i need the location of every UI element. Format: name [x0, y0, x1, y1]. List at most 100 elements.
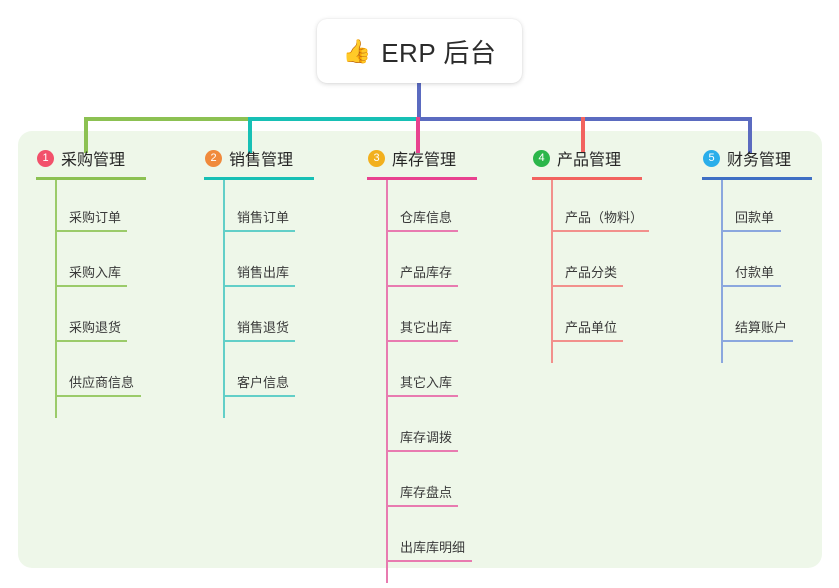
- leaf-item-underline: [386, 395, 458, 397]
- leaf-item-label: 产品库存: [400, 265, 453, 280]
- leaf-item[interactable]: 采购入库: [36, 235, 146, 290]
- leaf-item-label: 库存盘点: [400, 485, 453, 500]
- branch-column-sales: 2 销售管理销售订单销售出库销售退货客户信息: [204, 145, 314, 418]
- leaf-item[interactable]: 产品（物料）: [532, 180, 649, 235]
- branch-title: 销售管理: [229, 152, 294, 169]
- drop-purchase: [84, 117, 88, 153]
- drop-sales: [248, 117, 252, 153]
- leaf-item-label: 产品单位: [565, 320, 618, 335]
- branch-title: 采购管理: [61, 152, 126, 169]
- leaf-item-label: 采购订单: [69, 210, 122, 225]
- branch-header-purchase[interactable]: 1 采购管理: [36, 145, 146, 171]
- leaf-item[interactable]: 销售退货: [204, 290, 314, 345]
- branch-underline-purchase: [36, 177, 146, 180]
- leaf-item-label: 销售退货: [237, 320, 290, 335]
- drop-inventory: [416, 117, 420, 153]
- branch-items-finance: 回款单付款单结算账户: [702, 180, 812, 363]
- branch-underline-sales: [204, 177, 314, 180]
- leaf-item[interactable]: 仓库信息: [367, 180, 477, 235]
- leaf-item-underline: [386, 340, 458, 342]
- leaf-item-underline: [223, 340, 295, 342]
- leaf-item[interactable]: 采购退货: [36, 290, 146, 345]
- leaf-item[interactable]: 其它出库: [367, 290, 477, 345]
- leaf-item[interactable]: 采购订单: [36, 180, 146, 235]
- leaf-item[interactable]: 回款单: [702, 180, 812, 235]
- leaf-item-label: 仓库信息: [400, 210, 453, 225]
- leaf-item[interactable]: 其它入库: [367, 345, 477, 400]
- branch-number-badge: 1: [37, 149, 54, 167]
- leaf-item-underline: [55, 340, 127, 342]
- segment-green: [84, 117, 252, 121]
- leaf-item-underline: [223, 395, 295, 397]
- branch-column-inventory: 3 库存管理仓库信息产品库存其它出库其它入库库存调拨库存盘点出库库明细: [367, 145, 477, 583]
- leaf-item-underline: [386, 230, 458, 232]
- leaf-item-underline: [55, 230, 127, 232]
- leaf-item[interactable]: 产品分类: [532, 235, 642, 290]
- leaf-item-underline: [223, 285, 295, 287]
- segment-purple: [418, 117, 752, 121]
- root-node-title: ERP 后台: [381, 37, 497, 68]
- branch-column-product: 4 产品管理产品（物料）产品分类产品单位: [532, 145, 649, 363]
- branch-header-sales[interactable]: 2 销售管理: [204, 145, 314, 171]
- thumbs-up-icon: 👍: [342, 37, 372, 64]
- leaf-item[interactable]: 产品库存: [367, 235, 477, 290]
- leaf-item-underline: [223, 230, 295, 232]
- branch-number-badge: 4: [533, 149, 550, 167]
- branch-items-sales: 销售订单销售出库销售退货客户信息: [204, 180, 314, 418]
- leaf-item-label: 付款单: [735, 265, 775, 280]
- leaf-item-label: 销售出库: [237, 265, 290, 280]
- leaf-item-label: 库存调拨: [400, 430, 453, 445]
- leaf-item-underline: [386, 505, 458, 507]
- segment-teal: [250, 117, 420, 121]
- leaf-item-underline: [721, 285, 781, 287]
- branch-spine: [721, 180, 723, 363]
- leaf-item[interactable]: 销售订单: [204, 180, 314, 235]
- branch-spine: [551, 180, 553, 363]
- leaf-item[interactable]: 供应商信息: [36, 345, 146, 400]
- leaf-item[interactable]: 结算账户: [702, 290, 812, 345]
- leaf-item-underline: [386, 560, 472, 562]
- drop-product: [581, 117, 585, 153]
- leaf-item-underline: [721, 230, 781, 232]
- branch-title: 库存管理: [392, 152, 457, 169]
- leaf-item-label: 供应商信息: [69, 375, 135, 390]
- leaf-item[interactable]: 库存调拨: [367, 400, 477, 455]
- branch-header-product[interactable]: 4 产品管理: [532, 145, 642, 171]
- branch-title: 产品管理: [557, 152, 622, 169]
- branch-underline-product: [532, 177, 642, 180]
- branch-spine: [386, 180, 388, 583]
- branch-items-product: 产品（物料）产品分类产品单位: [532, 180, 649, 363]
- leaf-item[interactable]: 产品单位: [532, 290, 642, 345]
- leaf-item-underline: [551, 340, 623, 342]
- branch-underline-inventory: [367, 177, 477, 180]
- leaf-item-label: 采购退货: [69, 320, 122, 335]
- branch-items-inventory: 仓库信息产品库存其它出库其它入库库存调拨库存盘点出库库明细: [367, 180, 477, 583]
- leaf-item[interactable]: 库存盘点: [367, 455, 477, 510]
- branch-header-inventory[interactable]: 3 库存管理: [367, 145, 477, 171]
- root-node-card[interactable]: 👍 ERP 后台: [317, 19, 522, 83]
- leaf-item[interactable]: 客户信息: [204, 345, 314, 400]
- leaf-item-underline: [55, 395, 141, 397]
- leaf-item-label: 结算账户: [735, 320, 788, 335]
- leaf-item[interactable]: 付款单: [702, 235, 812, 290]
- leaf-item-label: 销售订单: [237, 210, 290, 225]
- branch-number-badge: 3: [368, 149, 385, 167]
- leaf-item[interactable]: 出库库明细: [367, 510, 477, 565]
- leaf-item-underline: [386, 285, 458, 287]
- branch-number-badge: 2: [205, 149, 222, 167]
- leaf-item-underline: [551, 230, 649, 232]
- leaf-item-label: 采购入库: [69, 265, 122, 280]
- leaf-item-label: 回款单: [735, 210, 775, 225]
- branch-number-badge: 5: [703, 149, 720, 167]
- leaf-item[interactable]: 销售出库: [204, 235, 314, 290]
- branch-underline-finance: [702, 177, 812, 180]
- leaf-item-underline: [55, 285, 127, 287]
- diagram-panel: [18, 131, 822, 568]
- branch-column-purchase: 1 采购管理采购订单采购入库采购退货供应商信息: [36, 145, 146, 418]
- root-stem-connector: [417, 82, 421, 120]
- leaf-item-underline: [386, 450, 458, 452]
- branch-spine: [55, 180, 57, 418]
